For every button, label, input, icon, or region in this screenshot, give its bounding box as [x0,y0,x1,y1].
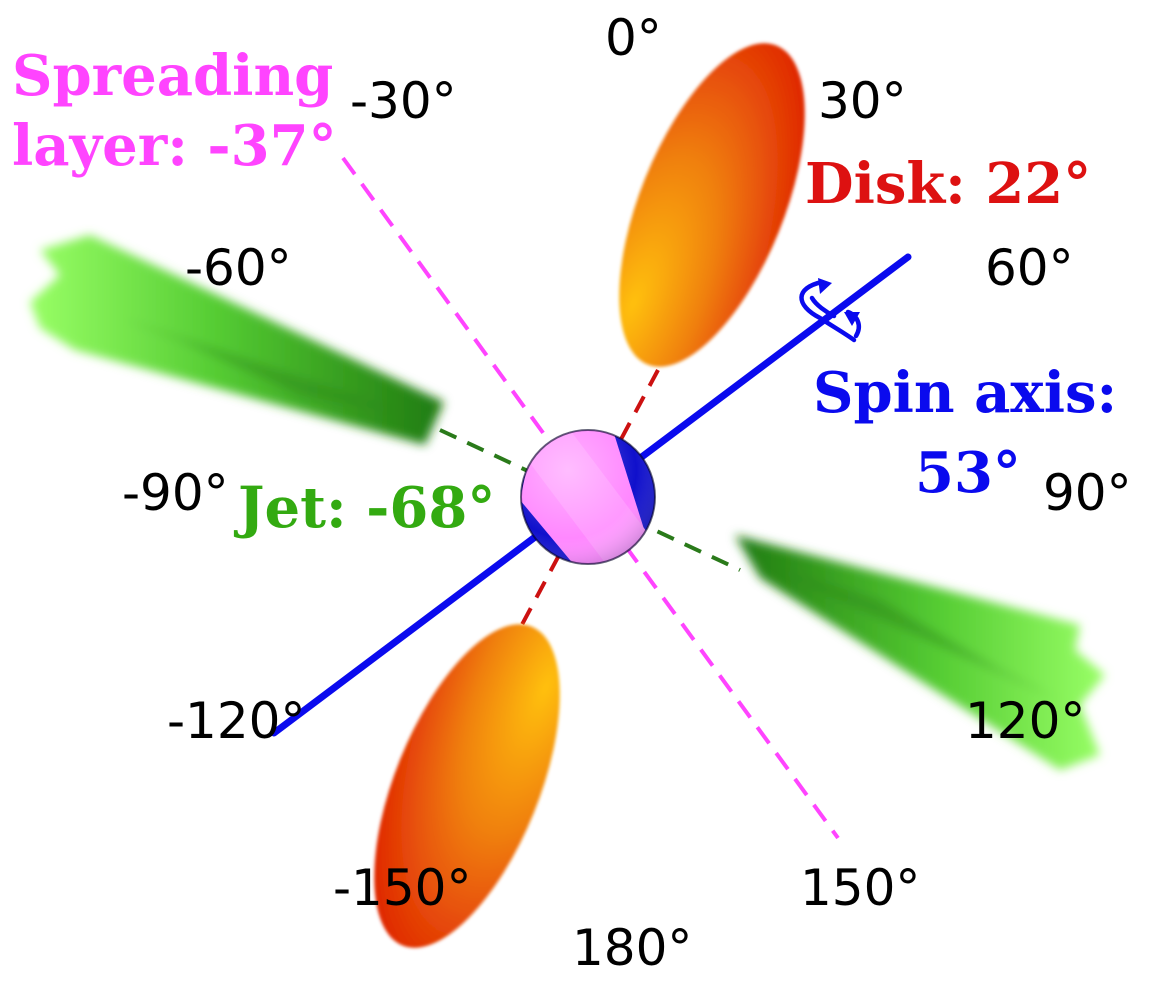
disk-axis [516,369,660,633]
disk-lobe-lower [374,624,560,948]
spreading-layer-label-line1: Spreading [12,43,333,109]
disk-lobe-upper [619,43,805,367]
spin-rotation-arrow-icon [799,278,861,343]
angle-label-30: 30° [818,72,907,130]
angle-label-minus-30: -30° [350,72,457,130]
spreading-layer-label-line2: layer: -37° [12,113,337,179]
angle-label-minus-150: -150° [333,859,471,917]
angle-label-60: 60° [985,239,1074,297]
jet-lobe-left [30,235,444,445]
angle-label-minus-60: -60° [185,239,292,297]
angle-label-150: 150° [800,859,920,917]
central-sphere [520,429,656,565]
angle-label-180: 180° [572,919,692,977]
angle-label-90: 90° [1043,464,1132,522]
jet-lobe-right [735,535,1105,770]
disk-label: Disk: 22° [805,151,1091,217]
angle-label-minus-120: -120° [167,692,305,750]
spin-axis-label-line1: Spin axis: [813,360,1117,426]
jet-label: Jet: -68° [233,475,495,541]
angle-label-0: 0° [605,9,662,67]
angle-label-120: 120° [965,692,1085,750]
spin-axis-label-line2: 53° [915,440,1021,506]
angle-label-minus-90: -90° [122,464,229,522]
